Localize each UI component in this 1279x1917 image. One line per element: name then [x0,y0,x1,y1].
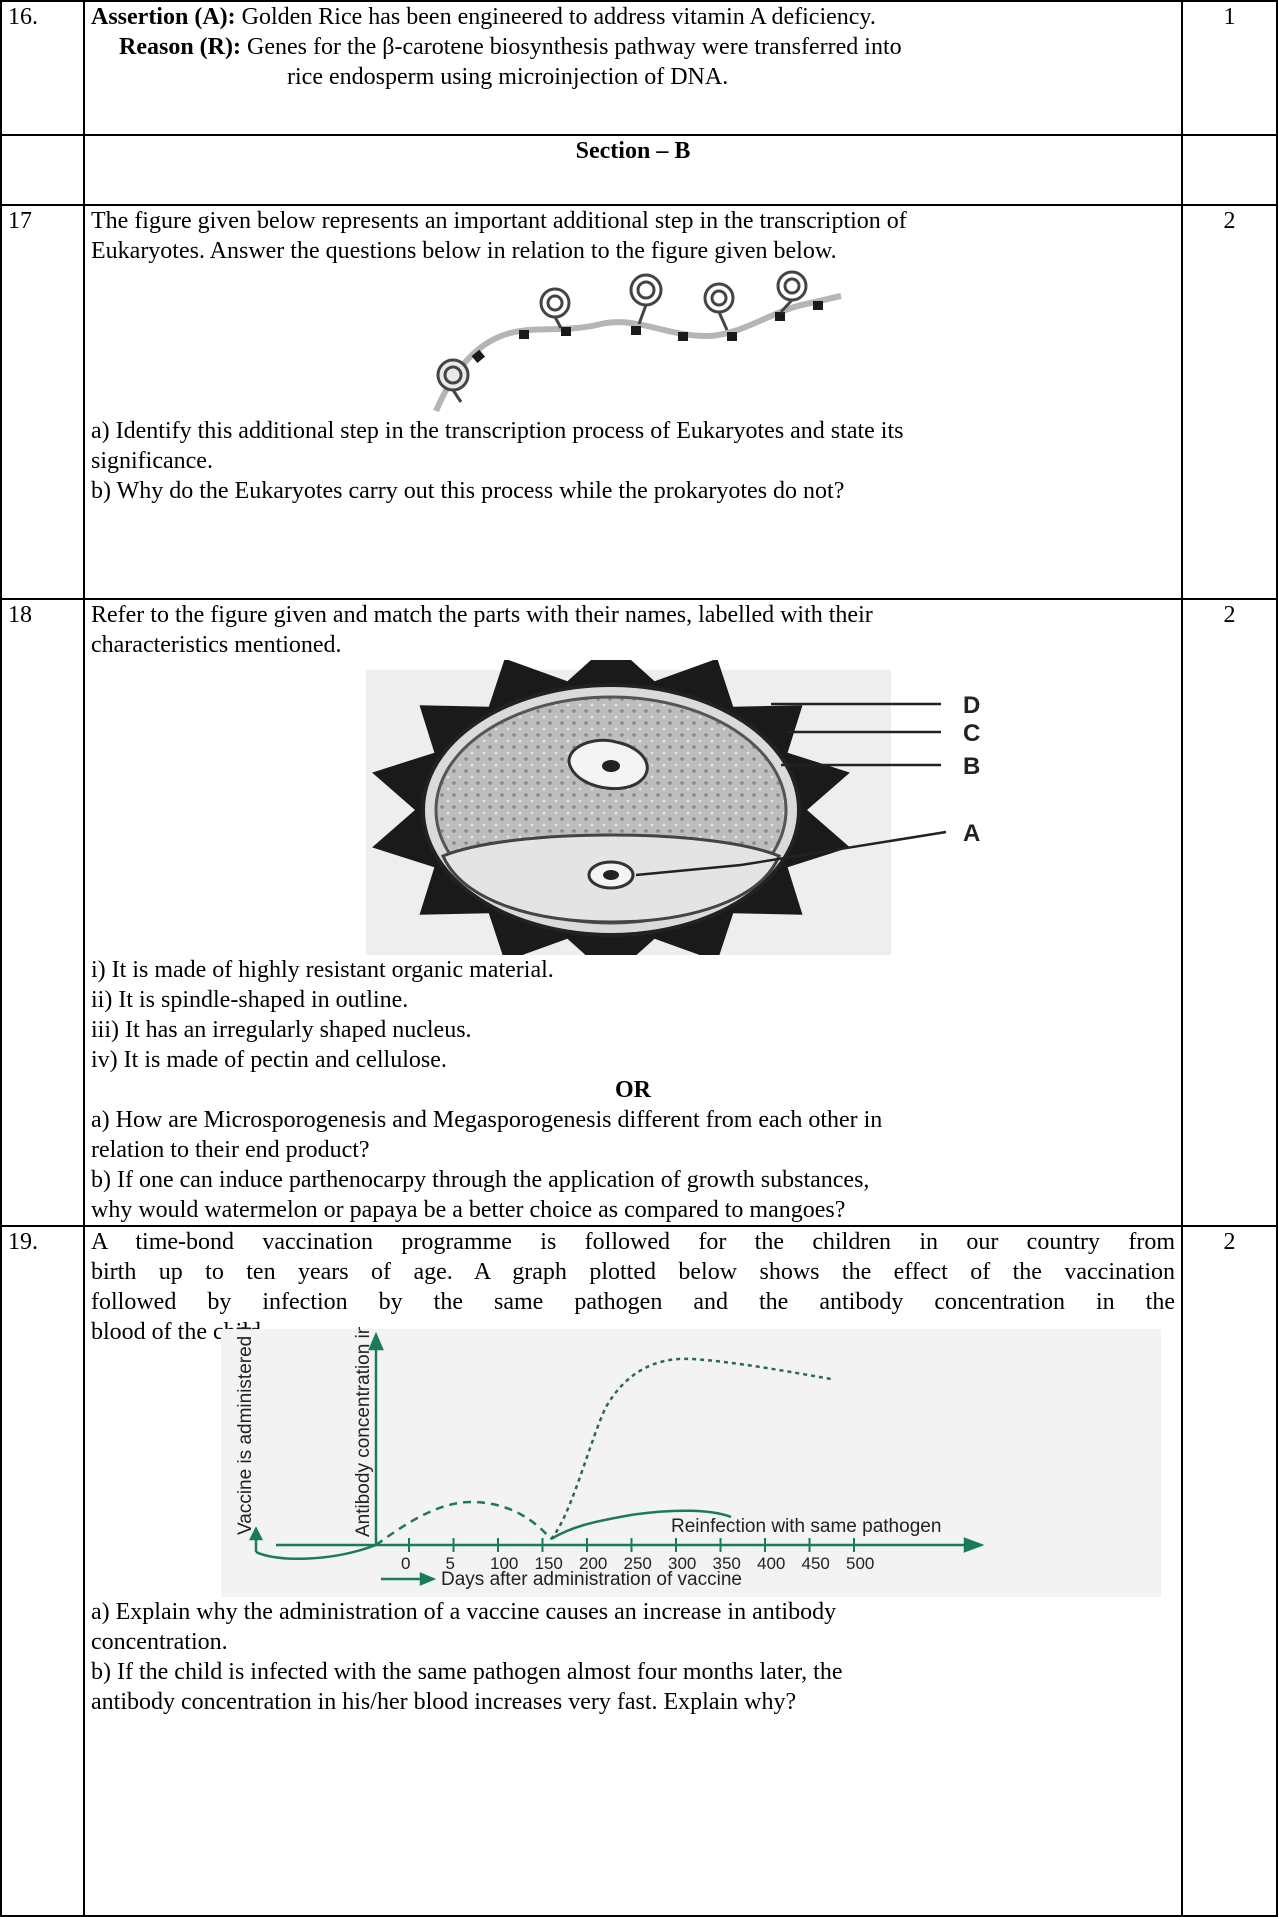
reason-line: Reason (R): Genes for the β-carotene bio… [91,32,1175,62]
question-stem: birth up to ten years of age. A graph pl… [91,1259,1175,1285]
question-row-17: 17 The figure given below represents an … [0,204,1278,600]
label-a: A [963,820,980,847]
question-part-a: concentration. [91,1629,228,1655]
question-body: A time-bond vaccination programme is fol… [83,1225,1183,1917]
question-number: 16. [0,0,85,136]
x-tick-label: 350 [713,1554,741,1573]
x-tick-label: 100 [490,1554,518,1573]
x-tick-label: 200 [579,1554,607,1573]
question-marks: 2 [1181,204,1278,600]
reason-text-continued: rice endosperm using microinjection of D… [287,64,729,90]
question-row-19: 19. A time-bond vaccination programme is… [0,1225,1278,1917]
question-number: 18 [0,598,85,1227]
question-stem: followed by infection by the same pathog… [91,1289,1175,1315]
question-marks: 2 [1181,598,1278,1227]
question-stem: The figure given below represents an imp… [91,208,907,234]
question-body: The figure given below represents an imp… [83,204,1183,600]
question-part-a: a) Explain why the administration of a v… [91,1599,837,1625]
option-item: ii) It is spindle-shaped in outline. [91,987,409,1013]
x-tick-label: 150 [535,1554,563,1573]
pollen-grain-diagram: D C B A [366,642,980,978]
section-title: Section – B [575,138,691,164]
antibody-chart: 0 5 100 150 200 250 300 350 400 450 500 Vaccine is… [221,1270,1161,1597]
label-d: D [963,692,980,719]
label-c: C [963,720,980,747]
question-stem: characteristics mentioned. [91,632,342,658]
alternative-part-b: why would watermelon or papaya be a bett… [91,1197,846,1223]
mrna-splicing-diagram [433,270,842,413]
reason-label: Reason (R): [119,34,241,60]
assertion-label: Assertion (A): [91,4,236,30]
option-item: iv) It is made of pectin and cellulose. [91,1047,447,1073]
x-tick-label: 0 [401,1554,410,1573]
question-row-16: 16. Assertion (A): Golden Rice has been … [0,0,1278,136]
question-body: Assertion (A): Golden Rice has been engi… [83,0,1183,136]
question-body: Refer to the figure given and match the … [83,598,1183,1227]
question-part-b: antibody concentration in his/her blood … [91,1689,797,1715]
question-stem: Eukaryotes. Answer the questions below i… [91,238,837,264]
question-stem: A time-bond vaccination programme is fol… [91,1229,1175,1255]
question-marks: 1 [1181,0,1278,136]
x-axis-label: Days after administration of vaccine [441,1569,742,1590]
option-item: iii) It has an irregularly shaped nucleu… [91,1017,472,1043]
antibody-graph: 0 5 100 150 200 250 300 350 400 450 500 Vaccine is… [91,1270,1175,1597]
x-tick-label: 250 [624,1554,652,1573]
alternative-part-b: b) If one can induce parthenocarpy throu… [91,1167,870,1193]
question-number: 19. [0,1225,85,1917]
x-tick-label: 500 [846,1554,874,1573]
assertion-line: Assertion (A): Golden Rice has been engi… [91,2,1175,32]
question-stem: Refer to the figure given and match the … [91,602,873,628]
or-separator: OR [615,1077,651,1103]
empty-cell [1181,134,1278,206]
option-item: i) It is made of highly resistant organi… [91,957,554,983]
x-tick-label: 450 [802,1554,830,1573]
reinfection-annotation: Reinfection with same pathogen [671,1516,941,1537]
x-tick-label: 5 [446,1554,455,1573]
question-part-a: significance. [91,448,213,474]
assertion-text: Golden Rice has been engineered to addre… [235,4,876,30]
reason-text: Genes for the β-carotene biosynthesis pa… [240,34,902,60]
empty-cell [0,134,85,206]
question-number: 17 [0,204,85,600]
section-title-cell: Section – B [83,134,1183,206]
alternative-part-a: relation to their end product? [91,1137,370,1163]
mrna-splicing-figure [91,266,1175,416]
alternative-part-a: a) How are Microsporogenesis and Megaspo… [91,1107,883,1133]
question-part-b: b) Why do the Eukaryotes carry out this … [91,478,845,504]
x-tick-label: 400 [757,1554,785,1573]
vaccine-label: Vaccine is administered here [235,1327,256,1535]
question-part-b: b) If the child is infected with the sam… [91,1659,843,1685]
question-part-a: a) Identify this additional step in the … [91,418,904,444]
question-row-18: 18 Refer to the figure given and match t… [0,598,1278,1227]
embryo-sac-figure: D C B A [91,642,1175,978]
label-b: B [963,753,980,780]
x-tick-label: 300 [668,1554,696,1573]
section-header-row: Section – B [0,134,1278,206]
y-axis-label: Antibody concentration in Blood [353,1327,374,1537]
question-marks: 2 [1181,1225,1278,1917]
